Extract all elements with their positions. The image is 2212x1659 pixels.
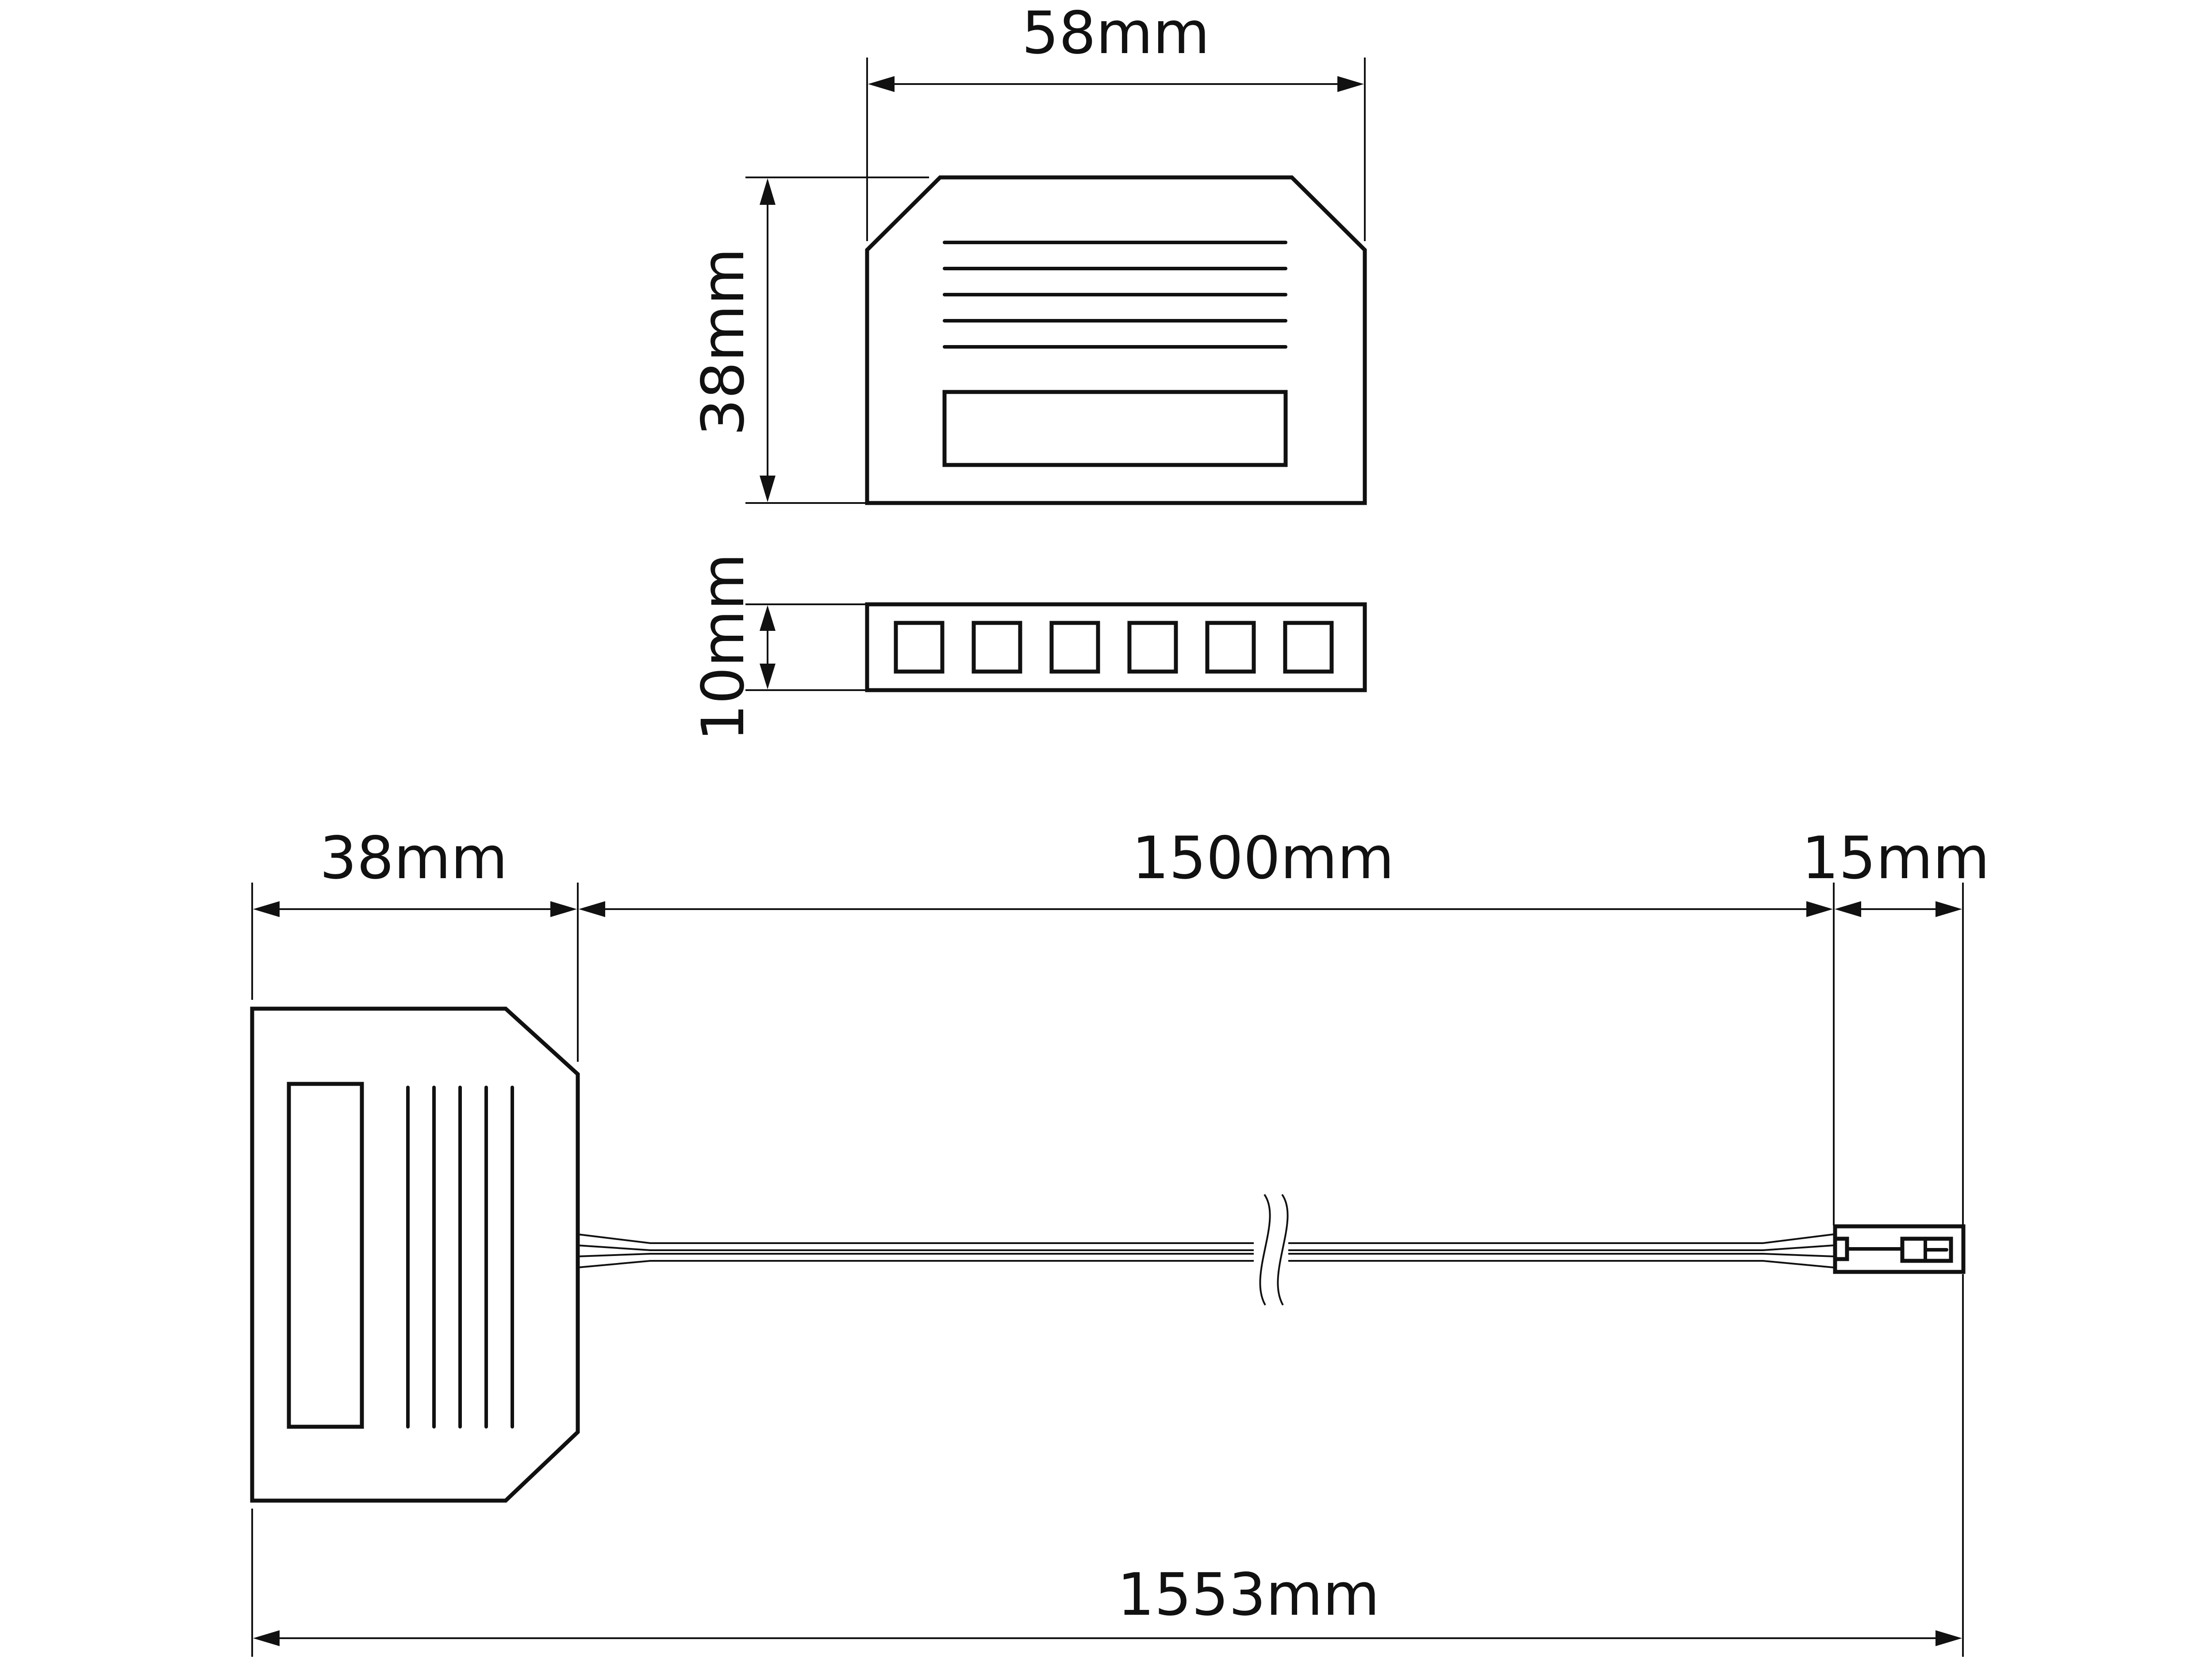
socket (1127, 621, 1178, 674)
dimension-side-height: 10mm (689, 553, 867, 741)
arrowhead (1806, 901, 1833, 917)
arrowhead (868, 76, 895, 92)
plug-body (1833, 1224, 1966, 1274)
arrowhead (253, 1630, 280, 1646)
dimension-top-height: 38mm (689, 177, 929, 504)
cable-break-symbol (1277, 1194, 1289, 1306)
dimension-bottom-segments: 38mm 1500mm 15mm (251, 824, 1990, 1225)
dimension-label-hub-length: 38mm (319, 824, 507, 892)
cable-break-symbol (1259, 1194, 1271, 1306)
bottom-view (250, 1006, 1966, 1503)
plug-connector (1833, 1224, 1966, 1274)
arrowhead (1936, 1630, 1962, 1646)
front-view-outline (865, 175, 1367, 505)
dimension-bottom-total: 1553mm (251, 1274, 1964, 1657)
socket (1205, 621, 1256, 674)
dimension-label-top-height: 38mm (689, 248, 757, 436)
dimension-label-side-height: 10mm (689, 553, 757, 741)
arrowhead (1936, 901, 1962, 917)
front-view (865, 175, 1367, 505)
arrowhead (760, 178, 776, 205)
socket (894, 621, 945, 674)
arrowhead (550, 901, 577, 917)
dimension-top-width: 58mm (866, 0, 1366, 241)
arrowhead (253, 901, 280, 917)
hub-label-window (287, 1082, 364, 1429)
arrowhead (1337, 76, 1364, 92)
cable (577, 1194, 1834, 1306)
socket (1283, 621, 1334, 674)
hub-outline (250, 1006, 580, 1503)
arrowhead (760, 476, 776, 502)
dimension-label-plug-length: 15mm (1801, 824, 1989, 892)
arrowhead (1835, 901, 1861, 917)
dimension-label-top-width: 58mm (1022, 0, 1210, 67)
front-label-window (942, 390, 1288, 467)
side-view (865, 602, 1367, 692)
dimension-label-cable-length: 1500mm (1132, 824, 1394, 892)
socket (1049, 621, 1100, 674)
side-view-outline (865, 602, 1367, 692)
arrowhead (760, 664, 776, 689)
socket (972, 621, 1022, 674)
arrowhead (579, 901, 605, 917)
arrowhead (760, 605, 776, 631)
dimension-label-total-length: 1553mm (1117, 1561, 1379, 1629)
